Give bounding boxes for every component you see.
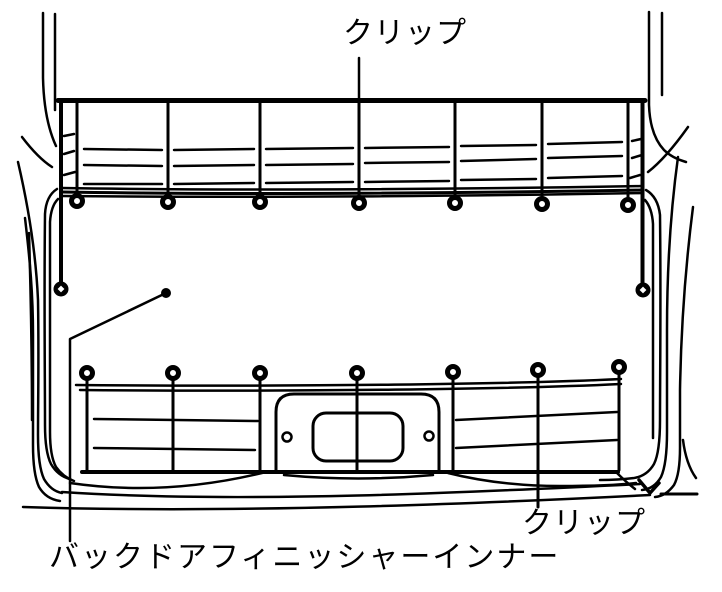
part-pointer-dot bbox=[161, 288, 171, 298]
corner-fold bbox=[637, 478, 661, 495]
top-clip-row bbox=[69, 193, 636, 213]
body-outline-left bbox=[16, 11, 76, 503]
top-panel bbox=[53, 98, 651, 298]
part-name-leader-line bbox=[68, 291, 168, 543]
clip-marker bbox=[160, 194, 176, 210]
lower-body-lines bbox=[21, 470, 699, 511]
leader-lines bbox=[68, 56, 361, 543]
screw-hole bbox=[423, 430, 435, 442]
bottom-clip-label: クリップ bbox=[522, 506, 646, 541]
side-clips bbox=[53, 281, 651, 298]
part-name-label: バックドアフィニッシャーインナー bbox=[49, 540, 561, 575]
clip-marker bbox=[445, 364, 461, 380]
bottom-panel-top-edge bbox=[74, 377, 623, 392]
screw-hole bbox=[281, 431, 293, 443]
clip-marker bbox=[534, 196, 550, 212]
clip-marker bbox=[611, 359, 627, 375]
clip-marker bbox=[252, 194, 268, 210]
clip-marker bbox=[447, 195, 463, 211]
body-outline-right bbox=[598, 10, 698, 499]
bottom-clip-row bbox=[79, 359, 627, 381]
clip-marker bbox=[351, 195, 367, 211]
clip-marker bbox=[69, 193, 85, 209]
clip-marker bbox=[349, 365, 365, 381]
clip-marker bbox=[252, 365, 268, 381]
top-clip-label: クリップ bbox=[343, 16, 467, 51]
clip-marker bbox=[79, 365, 95, 381]
bottom-panel bbox=[74, 359, 627, 509]
top-panel-contour-lines bbox=[60, 132, 644, 199]
clip-marker bbox=[165, 365, 181, 381]
clip-marker bbox=[620, 197, 636, 213]
clip-marker bbox=[530, 362, 546, 378]
